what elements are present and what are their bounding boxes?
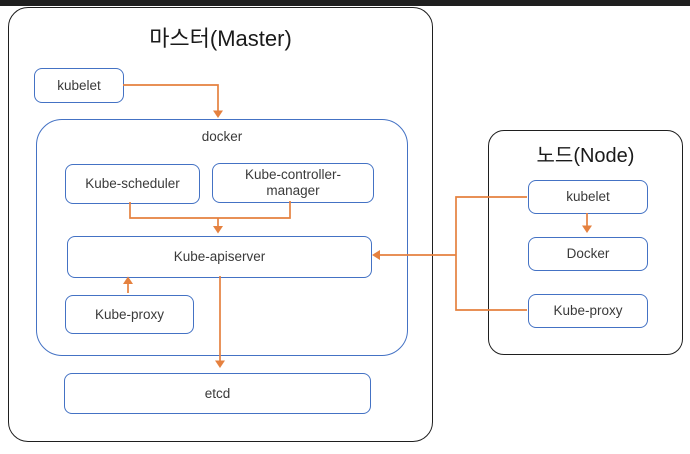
node-group-title: 노드(Node) [536,145,635,167]
kube-scheduler-label: Kube-scheduler [85,176,180,192]
kube-apiserver-box: Kube-apiserver [67,236,372,278]
node-group: 노드(Node) kubelet Docker Kube-proxy [488,130,683,355]
master-kubelet-box: kubelet [34,68,124,103]
node-kube-proxy-box: Kube-proxy [528,294,648,328]
node-kubelet-label: kubelet [566,189,610,205]
kube-controller-manager-box: Kube-controller- manager [212,163,374,203]
etcd-label: etcd [204,385,231,401]
bottom-border-bar [0,0,690,6]
master-kube-proxy-box: Kube-proxy [65,295,194,334]
node-kubelet-box: kubelet [528,180,648,214]
node-kube-proxy-label: Kube-proxy [553,303,623,319]
master-docker-group: docker Kube-scheduler Kube-controller- m… [36,119,408,356]
master-docker-group-label: docker [201,129,243,144]
node-docker-box: Docker [528,237,648,271]
node-docker-label: Docker [566,246,610,262]
etcd-box: etcd [64,373,371,414]
kube-apiserver-label: Kube-apiserver [173,249,266,265]
master-group: 마스터(Master) kubelet docker Kube-schedule… [8,7,433,442]
master-kubelet-label: kubelet [57,77,101,93]
kube-controller-manager-label: Kube-controller- manager [244,167,342,198]
master-kube-proxy-label: Kube-proxy [94,306,165,322]
master-group-title: 마스터(Master) [149,26,292,51]
kube-scheduler-box: Kube-scheduler [65,164,200,204]
